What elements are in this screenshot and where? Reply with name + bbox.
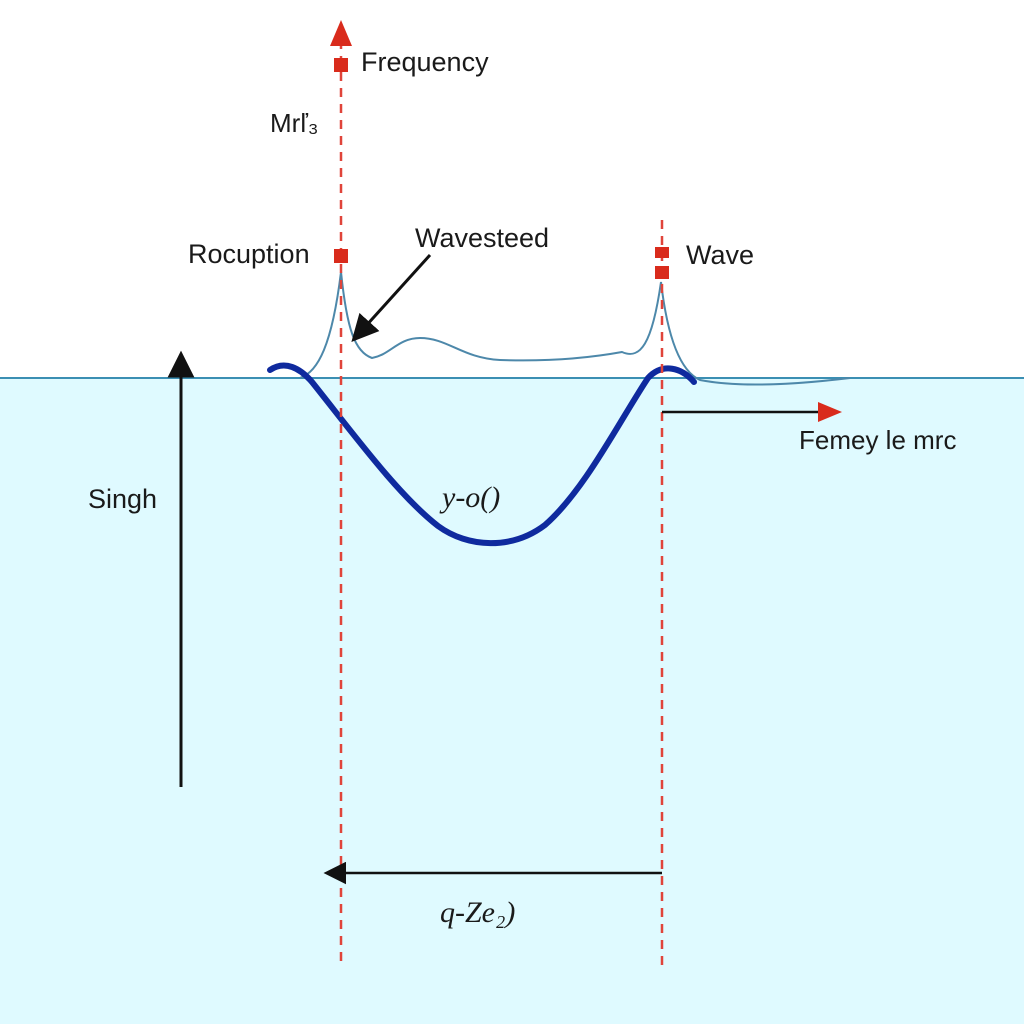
label-mrl: Mrľ₃ [270,108,318,138]
wave-marker-upper [655,247,669,258]
label-wavesteed: Wavesteed [415,223,549,253]
femey-arrow-tip [818,402,842,422]
label-femey: Femey le mrc [799,425,956,455]
frequency-arrow-tip [330,20,352,46]
label-singh: Singh [88,484,157,514]
label-frequency: Frequency [361,47,489,77]
main-wave-curve [267,362,697,547]
wave-marker-lower [655,266,669,279]
wavesteed-arrow [351,253,432,343]
water-region [0,378,1024,1024]
formula-bottom: q-Ze₂) [440,896,515,929]
frequency-marker [334,58,348,72]
formula-curve: y-o() [439,481,500,514]
label-wave: Wave [686,240,754,270]
rocuption-marker [334,249,348,263]
surface-ripple-line [299,271,851,386]
label-rocuption: Rocuption [188,239,310,269]
